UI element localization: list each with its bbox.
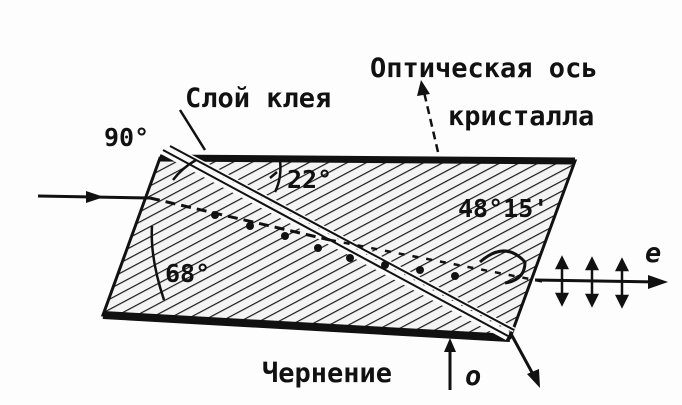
optical-axis-arrowhead <box>417 80 430 96</box>
angle-22-label: 22° <box>287 165 332 194</box>
angle-22-arc <box>273 159 282 193</box>
optical-axis-line <box>422 91 440 153</box>
angle-90-label: 90° <box>104 123 149 152</box>
angle-22-tick <box>269 171 278 179</box>
o-pointer-arrowhead <box>444 338 456 352</box>
angle-48-label: 48°15' <box>458 194 548 223</box>
prism-top-face <box>159 154 576 165</box>
extraordinary-ray-dots <box>211 211 459 280</box>
glue-layer-pointer <box>178 109 207 151</box>
extraordinary-ray-arrowhead <box>648 275 668 289</box>
optical-axis-label-line1: Оптическая ось <box>370 53 598 84</box>
ray-e-label: e <box>645 238 661 269</box>
angle-90-arc <box>172 158 197 181</box>
ordinary-ray-out <box>508 331 537 379</box>
vibration-arrows <box>554 255 630 309</box>
glue-layer-boundary <box>160 143 516 340</box>
blackened-bottom-face <box>102 311 511 342</box>
angle-68-arc <box>150 225 166 301</box>
extraordinary-ray-out <box>534 278 661 284</box>
blackening-label: Чернение <box>262 358 392 389</box>
angle-68-label: 68° <box>165 259 210 288</box>
angle-48-arc <box>479 249 527 285</box>
glue-layer-label: Слой клея <box>185 83 331 114</box>
optical-axis-label-line2: кристалла <box>448 101 594 132</box>
ordinary-ray-arrowhead <box>527 369 540 388</box>
extraordinary-ray-inside <box>329 238 546 284</box>
ray-o-label: o <box>465 361 481 392</box>
incident-ray-arrow <box>86 191 104 203</box>
